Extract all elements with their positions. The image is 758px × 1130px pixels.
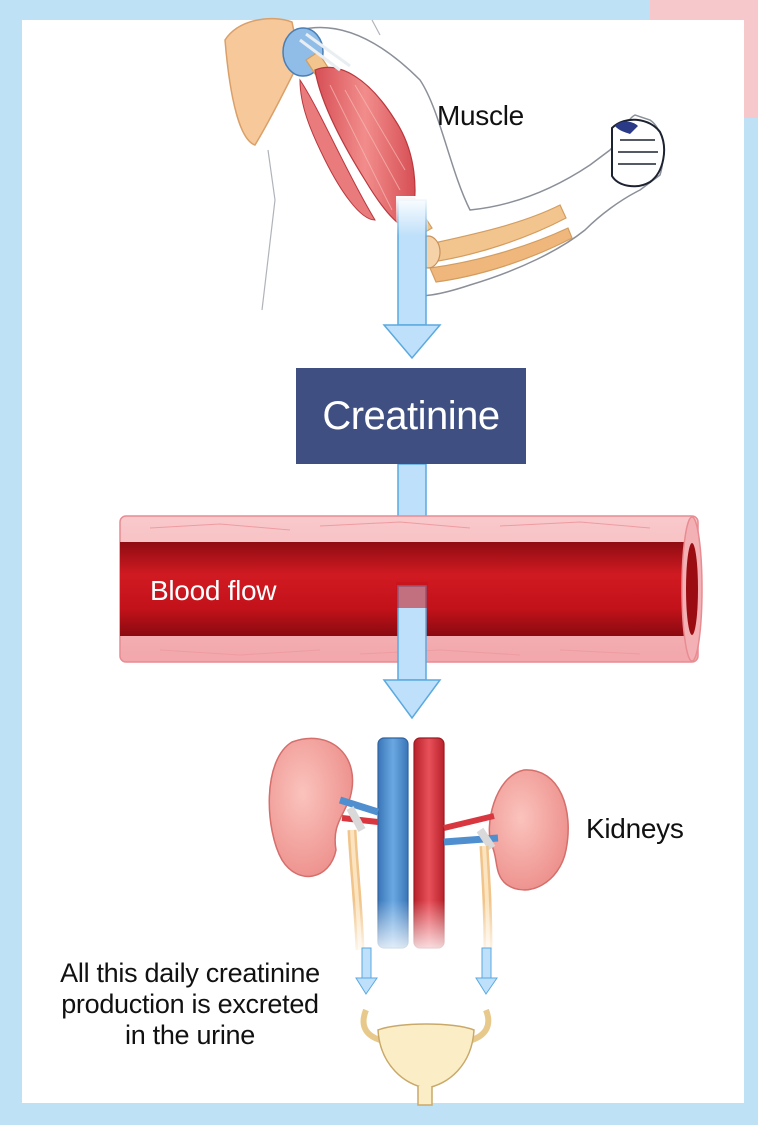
excretion-note: All this daily creatinine production is … <box>40 958 340 1051</box>
creatinine-label: Creatinine <box>322 394 499 439</box>
kidneys-label: Kidneys <box>586 813 684 845</box>
muscle-label: Muscle <box>437 100 524 132</box>
excretion-line: in the urine <box>40 1020 340 1051</box>
excretion-line: production is excreted <box>40 989 340 1020</box>
creatinine-box: Creatinine <box>296 368 526 464</box>
fist-icon <box>612 120 664 187</box>
blood-flow-label: Blood flow <box>150 575 276 607</box>
excretion-line: All this daily creatinine <box>40 958 340 989</box>
